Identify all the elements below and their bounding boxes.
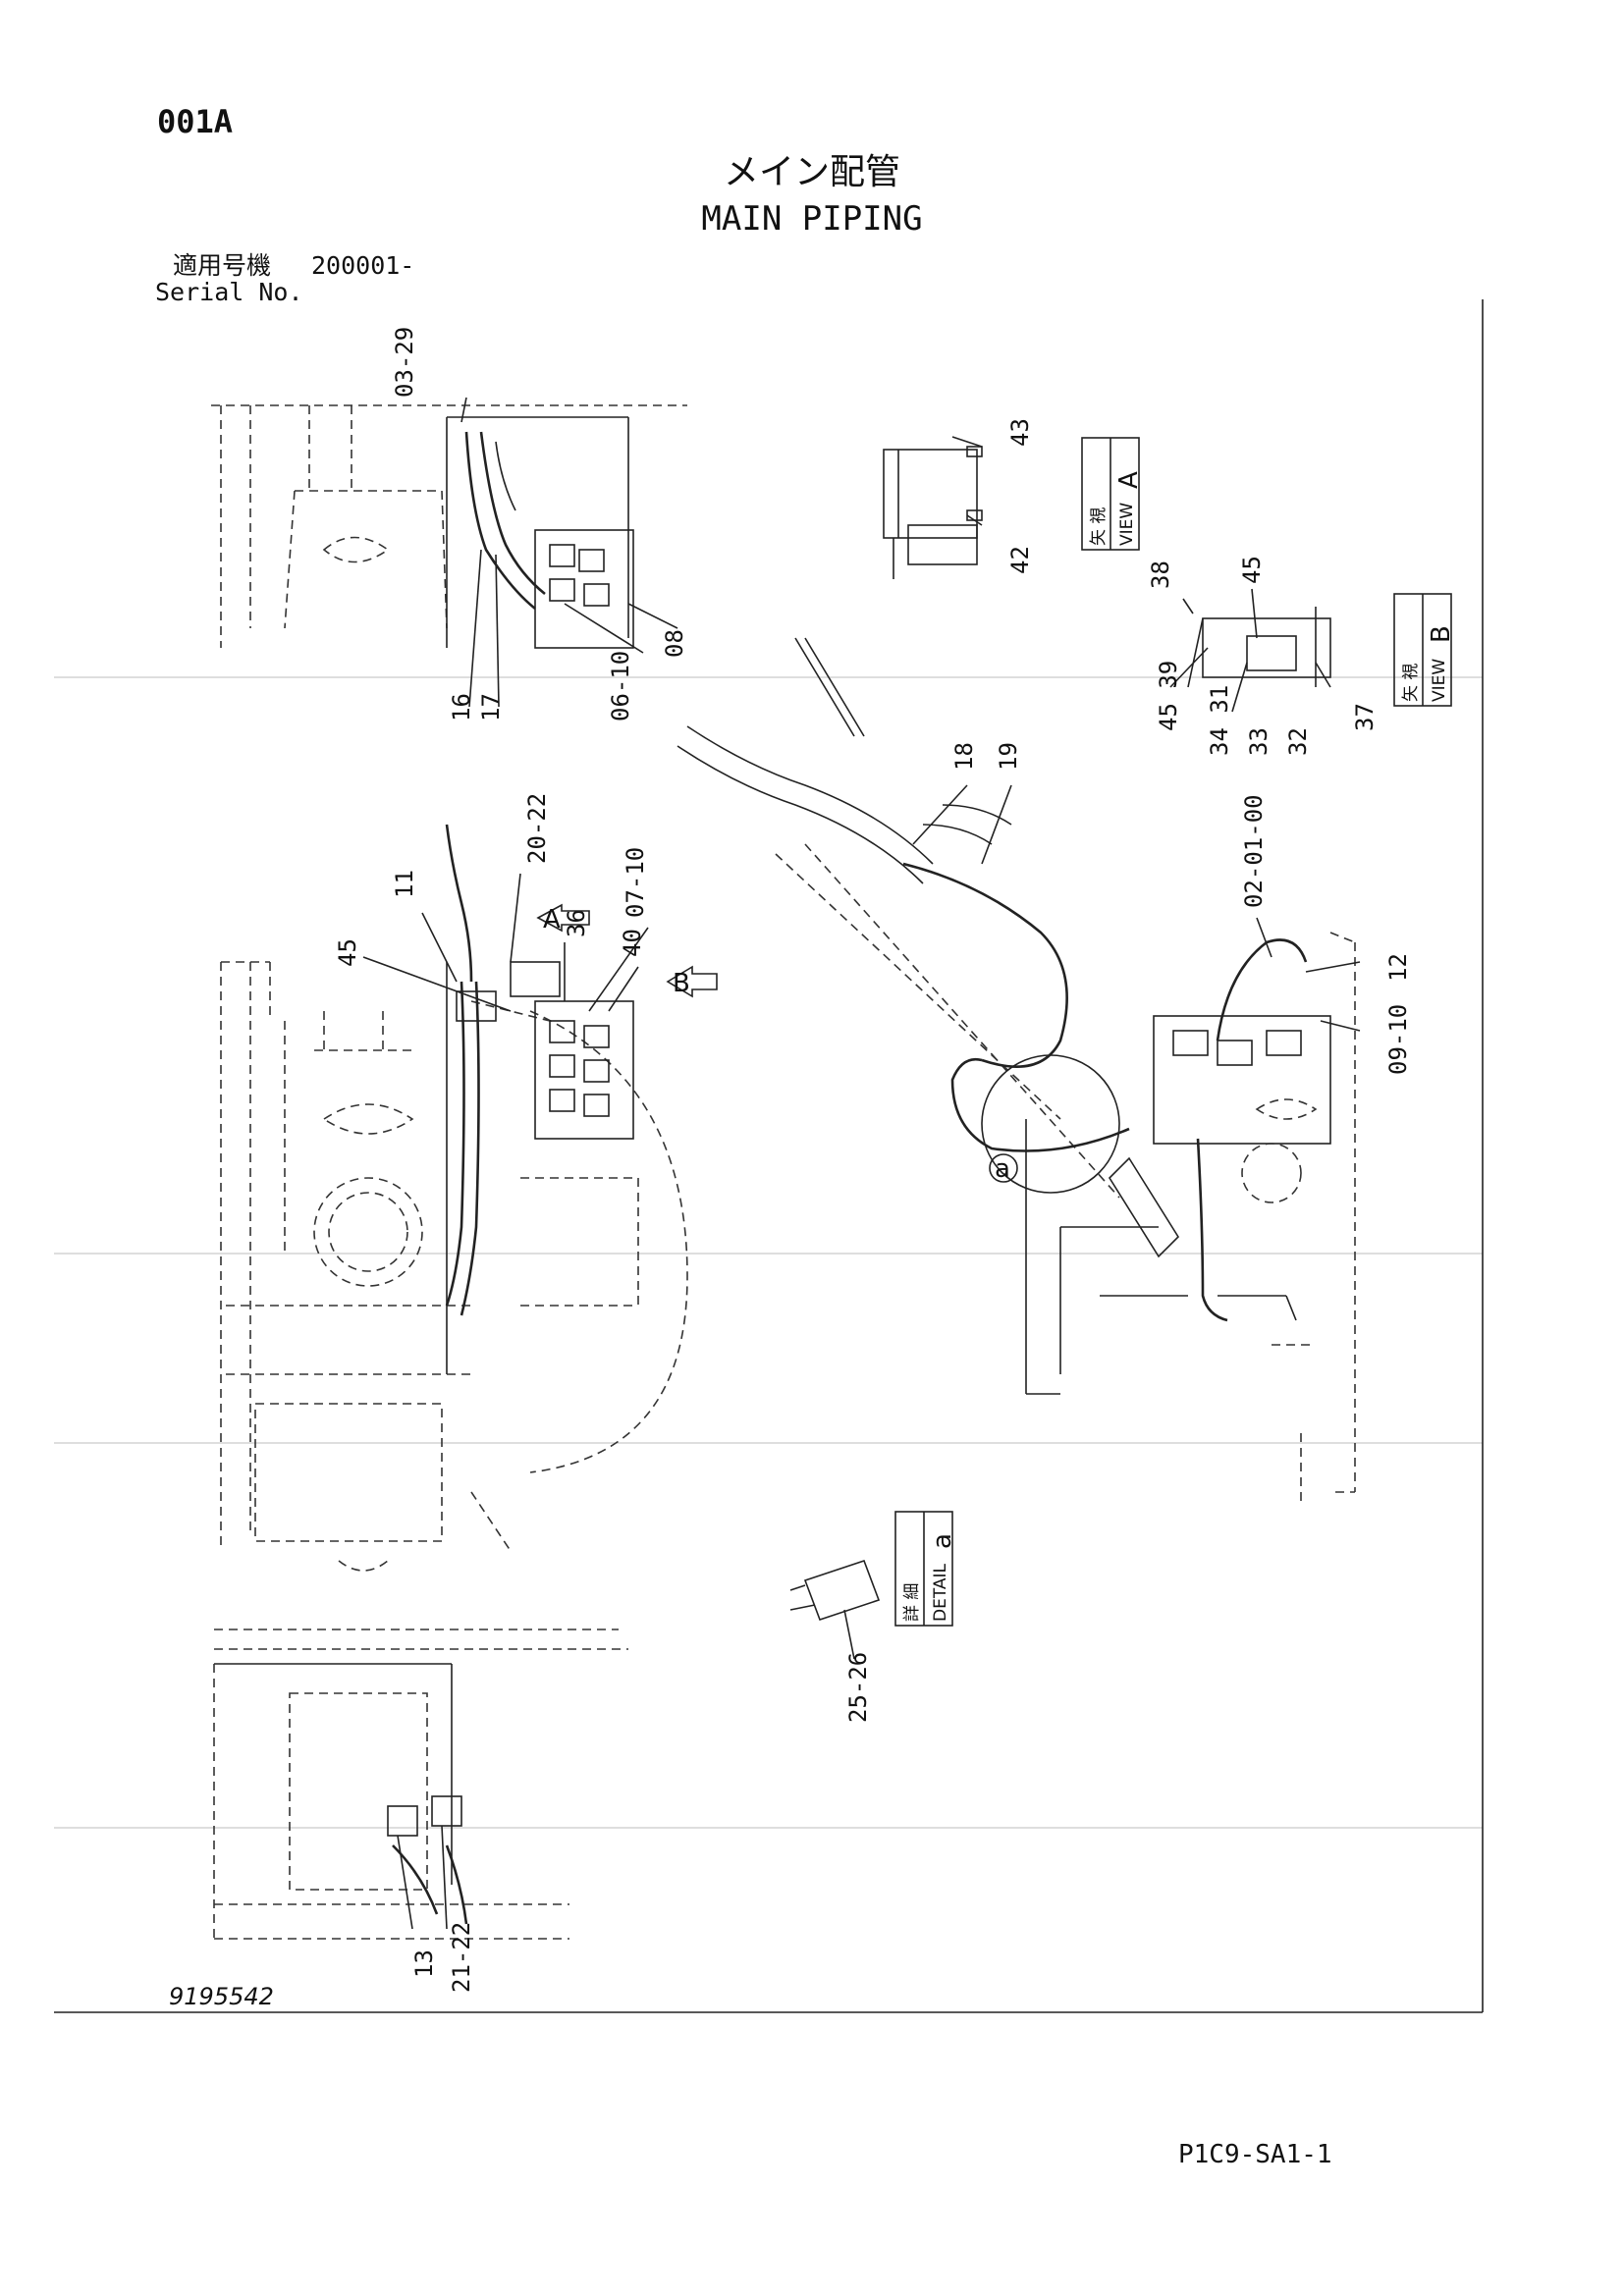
detail-a-text: DETAIL: [931, 1563, 950, 1622]
callout-34-31: 34 31: [1206, 685, 1233, 756]
view-b-label-box: 矢 視 VIEW B: [1393, 593, 1456, 707]
view-a-kanji: 矢 視: [1089, 507, 1109, 546]
callout-45-mid: 45: [334, 938, 361, 967]
view-b-text: VIEW: [1430, 659, 1449, 702]
detail-a-circle: [981, 1054, 1120, 1194]
callout-43: 43: [1006, 418, 1034, 447]
callout-09-10: 09-10: [1384, 1004, 1412, 1075]
bottom-left-assembly: [213, 1629, 628, 1940]
top-left-assembly: [211, 404, 687, 649]
callout-40: 40: [619, 929, 646, 957]
callout-20-22: 20-22: [523, 793, 551, 864]
callout-45-39: 45 39: [1155, 661, 1182, 731]
view-a-letter: A: [1114, 471, 1144, 489]
grid-lines: [54, 676, 1483, 1829]
callout-38: 38: [1147, 561, 1174, 589]
callout-11: 11: [391, 870, 418, 898]
callout-02-01-00: 02-01-00: [1240, 794, 1268, 908]
callout-08: 08: [661, 629, 688, 658]
callout-21-22: 21-22: [448, 1922, 475, 1993]
view-a-label-box: 矢 視 VIEW A: [1081, 437, 1144, 551]
view-arrow-b: B: [666, 965, 718, 998]
callout-18: 18: [950, 742, 978, 771]
callout-17: 17: [477, 693, 505, 721]
callout-37: 37: [1351, 703, 1379, 731]
callout-12: 12: [1384, 953, 1412, 982]
view-b-kanji: 矢 視: [1401, 664, 1421, 702]
drawing-number: 9195542: [169, 1983, 274, 2010]
callout-13: 13: [410, 1949, 438, 1978]
detail-a-part: [789, 1559, 881, 1622]
callout-45-top: 45: [1238, 556, 1266, 584]
serial-label-jp: 適用号機: [173, 251, 272, 280]
page-title-jp: メイン配管: [723, 152, 900, 192]
callout-42: 42: [1006, 546, 1034, 574]
callout-06-10: 06-10: [607, 651, 634, 721]
drawing-frame: [54, 299, 1484, 2013]
view-b-letter: B: [1427, 625, 1456, 643]
serial-range: 200001-: [311, 251, 415, 280]
detail-a-kanji: 詳 細: [902, 1583, 922, 1622]
middle-left-assembly: [220, 824, 688, 1572]
callout-07-10: 07-10: [622, 847, 649, 918]
callout-36: 36: [563, 909, 590, 937]
detail-a-label-box: 詳 細 DETAIL a: [894, 1511, 957, 1627]
page-title-en: MAIN PIPING: [701, 199, 923, 239]
arrow-b-letter: B: [673, 969, 690, 998]
view-a-detail: [883, 446, 983, 579]
detail-circle-letter: a: [995, 1154, 1010, 1184]
callout-03-29: 03-29: [391, 327, 418, 398]
view-arrow-a: A: [536, 903, 590, 934]
callout-33: 33: [1245, 727, 1272, 756]
center-hose-routing: [677, 637, 1130, 1199]
callout-16: 16: [448, 693, 475, 721]
leader-lines: [362, 397, 1361, 1930]
callout-19: 19: [995, 742, 1022, 771]
callout-labels: 03-29 16 17 06-10 08 43 42 38 45 45 39 3…: [334, 327, 1412, 1993]
view-a-text: VIEW: [1117, 503, 1137, 546]
arrow-a-letter: A: [543, 905, 561, 934]
serial-label-en: Serial No.: [155, 278, 303, 306]
page-code: 001A: [157, 103, 234, 140]
view-b-detail: [1187, 607, 1331, 688]
right-assembly: [1025, 932, 1356, 1502]
sheet-code: P1C9-SA1-1: [1178, 2140, 1332, 2169]
callout-32: 32: [1284, 727, 1312, 756]
callout-25-26: 25-26: [844, 1652, 872, 1723]
detail-a-letter: a: [928, 1533, 957, 1549]
